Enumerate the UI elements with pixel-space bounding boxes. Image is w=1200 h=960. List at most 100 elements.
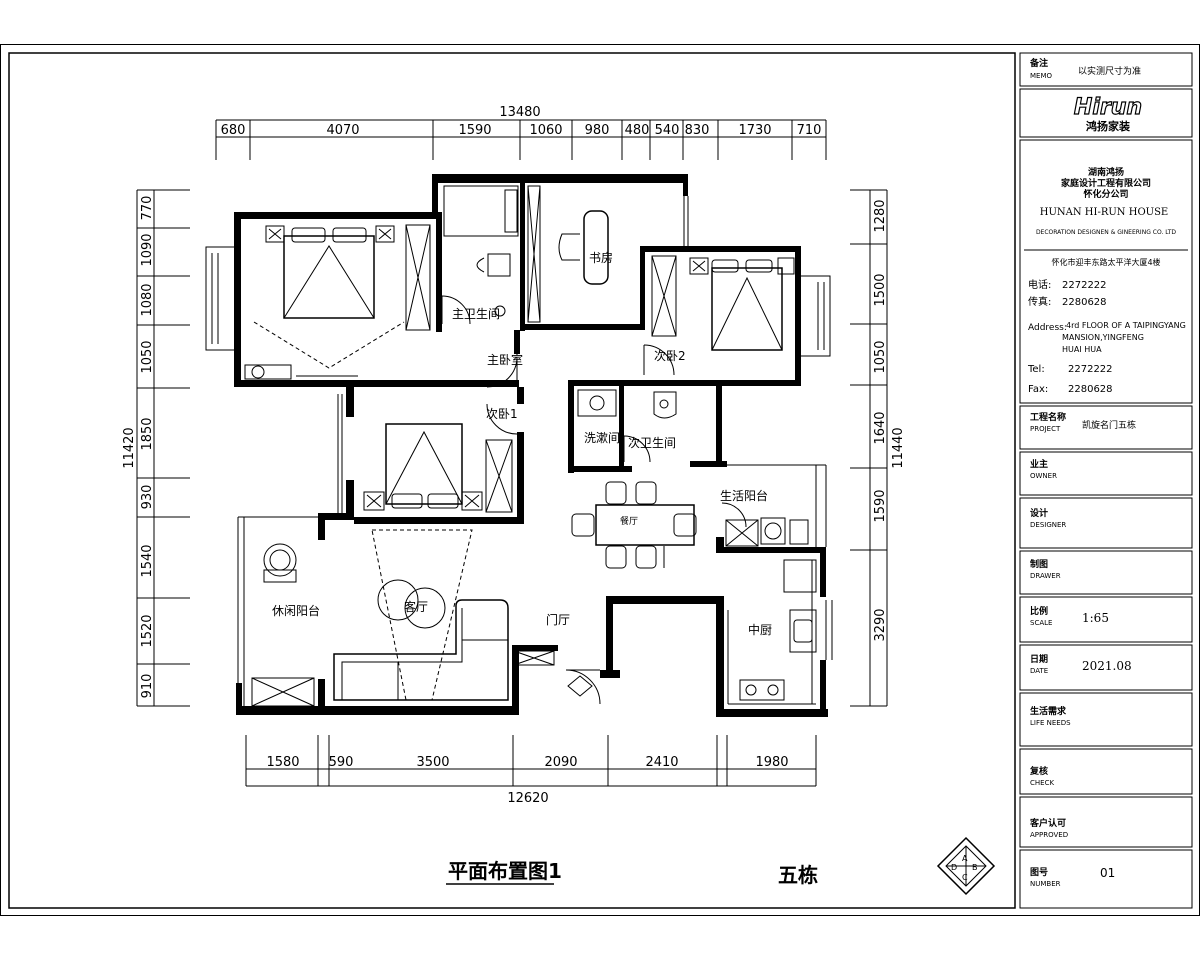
dim-right-6: 3290: [873, 608, 888, 641]
company-cn-1: 湖南鸿扬: [1088, 166, 1124, 178]
dimensions-right: 11440 1280 1500 1050 1640 1590 3290: [850, 189, 906, 707]
desk-icon: [583, 210, 609, 285]
room-labels: 主卫生间 主卧室 书房 次卧2 次卧1 洗漱间 次卫生间 生活阳台 餐厅 客厅 …: [272, 250, 772, 637]
dim-right-5: 1590: [873, 489, 888, 522]
project-label-en: PROJECT: [1030, 425, 1061, 433]
dim-right-3: 1050: [873, 340, 888, 373]
pillow-icon: [291, 227, 326, 243]
dim-left-3: 1080: [140, 283, 155, 316]
dim-bottom-total: 12620: [507, 791, 548, 806]
dim-left-total: 11420: [122, 427, 137, 468]
logo-cn-text: 鸿扬家装: [1086, 119, 1130, 133]
washing-machine-icon: [764, 522, 782, 540]
dim-bottom-4: 2090: [544, 755, 577, 770]
date-label: 日期: [1030, 653, 1048, 665]
dim-bottom-2: 590: [329, 755, 354, 770]
bed-icon: [385, 423, 463, 505]
owner-label-en: OWNER: [1030, 472, 1057, 480]
dimensions-top: 13480 680 4070 1590 1060 980 480 540 830…: [215, 105, 827, 160]
fax-label: Fax:: [1028, 384, 1048, 395]
stove-icon: [739, 679, 785, 701]
building-label: 五栋: [778, 863, 818, 887]
company-cn-2: 家庭设计工程有限公司: [1061, 177, 1151, 189]
nightstand-icon: [265, 225, 285, 243]
scale-value: 1:65: [1082, 611, 1109, 625]
dim-bottom-1: 1580: [266, 755, 299, 770]
chair-icon: [558, 233, 580, 261]
drawing-frame: [8, 52, 1016, 909]
dim-left-8: 1520: [140, 614, 155, 647]
check-label: 复核: [1029, 765, 1048, 777]
address-en-3: HUAI HUA: [1062, 345, 1102, 354]
dimensions-left: 11420 770 1090 1080 1050 1850 930 1540 1…: [122, 189, 190, 707]
fax-value: 2280628: [1068, 384, 1113, 395]
designer-label: 设计: [1030, 507, 1048, 519]
dining-table-icon: [595, 504, 695, 546]
owner-label: 业主: [1030, 458, 1048, 470]
address-label: Address:: [1028, 323, 1067, 333]
memo-label-en: MEMO: [1030, 72, 1053, 80]
dim-top-5: 980: [585, 123, 610, 138]
dim-left-2: 1090: [140, 233, 155, 266]
dim-right-1: 1280: [873, 199, 888, 232]
coffee-table-icon: [404, 587, 446, 629]
company-cn-3: 怀化分公司: [1083, 188, 1128, 200]
number-label: 图号: [1030, 867, 1048, 878]
lounge-chair-icon: [263, 543, 297, 577]
label-foyer: 门厅: [546, 612, 570, 627]
dim-left-4: 1050: [140, 340, 155, 373]
furniture: [244, 185, 817, 707]
dim-bottom-6: 1980: [755, 755, 788, 770]
project-label: 工程名称: [1030, 411, 1066, 423]
dim-top-3: 1590: [458, 123, 491, 138]
fax-label-cn: 传真:: [1028, 295, 1051, 308]
label-wash-room: 洗漱间: [584, 431, 620, 445]
wardrobe-icon: [651, 255, 677, 337]
wardrobe-icon: [405, 224, 431, 331]
compass-letter-d: D: [951, 863, 957, 872]
label-second-bath: 次卫生间: [628, 436, 676, 450]
dim-top-7: 540: [655, 123, 680, 138]
company-address-cn: 怀化市迎丰东路太平洋大厦4楼: [1051, 257, 1160, 267]
label-dining: 餐厅: [620, 515, 638, 527]
address-en-1: 4rd FLOOR OF A TAIPINGYANG: [1066, 321, 1186, 330]
tel-label: Tel:: [1027, 364, 1045, 375]
toilet-icon: [476, 253, 511, 277]
memo-label: 备注: [1029, 57, 1048, 69]
label-master-bath: 主卫生间: [452, 307, 500, 321]
number-value: 01: [1100, 866, 1115, 880]
tel-value: 2272222: [1068, 364, 1113, 375]
label-second-bedroom-2: 次卧2: [654, 349, 686, 363]
dim-bottom-3: 3500: [416, 755, 449, 770]
address-en-2: MANSION,YINGFENG: [1062, 333, 1144, 342]
compass-letter-a: A: [962, 854, 968, 863]
label-living: 客厅: [404, 599, 428, 614]
label-kitchen: 中厨: [748, 622, 772, 637]
label-study: 书房: [589, 250, 613, 265]
master-bed-icon: [283, 235, 375, 319]
dimensions-bottom: 1580 590 3500 2090 2410 1980 12620: [245, 735, 817, 806]
dim-top-total: 13480: [499, 105, 540, 120]
dim-right-total: 11440: [891, 427, 906, 468]
date-label-en: DATE: [1030, 667, 1048, 675]
dim-left-1: 770: [140, 196, 155, 221]
dim-top-4: 1060: [529, 123, 562, 138]
phone-label: 电话:: [1028, 278, 1051, 291]
scale-label-en: SCALE: [1030, 619, 1052, 627]
sofa-icon: [333, 599, 509, 701]
pillow-icon: [332, 227, 367, 243]
drawer-label-en: DRAWER: [1030, 572, 1061, 580]
dim-top-9: 1730: [738, 123, 771, 138]
dim-top-10: 710: [797, 123, 822, 138]
label-second-bedroom-1: 次卧1: [486, 407, 518, 421]
title-block: 备注 MEMO 以实测尺寸为准 Hirun 鸿扬家装 湖南鸿扬 家庭设计工程有限…: [1019, 52, 1193, 909]
drawer-label: 制图: [1030, 558, 1048, 570]
memo-value: 以实测尺寸为准: [1078, 65, 1141, 77]
dim-left-5: 1850: [140, 417, 155, 450]
dim-right-4: 1640: [873, 411, 888, 444]
entry-door-icon: [565, 669, 601, 705]
hirun-logo-icon: Hirun: [1074, 95, 1142, 120]
designer-label-en: DESIGNER: [1030, 521, 1066, 529]
label-leisure-balcony: 休闲阳台: [272, 603, 320, 618]
dim-left-6: 930: [140, 485, 155, 510]
